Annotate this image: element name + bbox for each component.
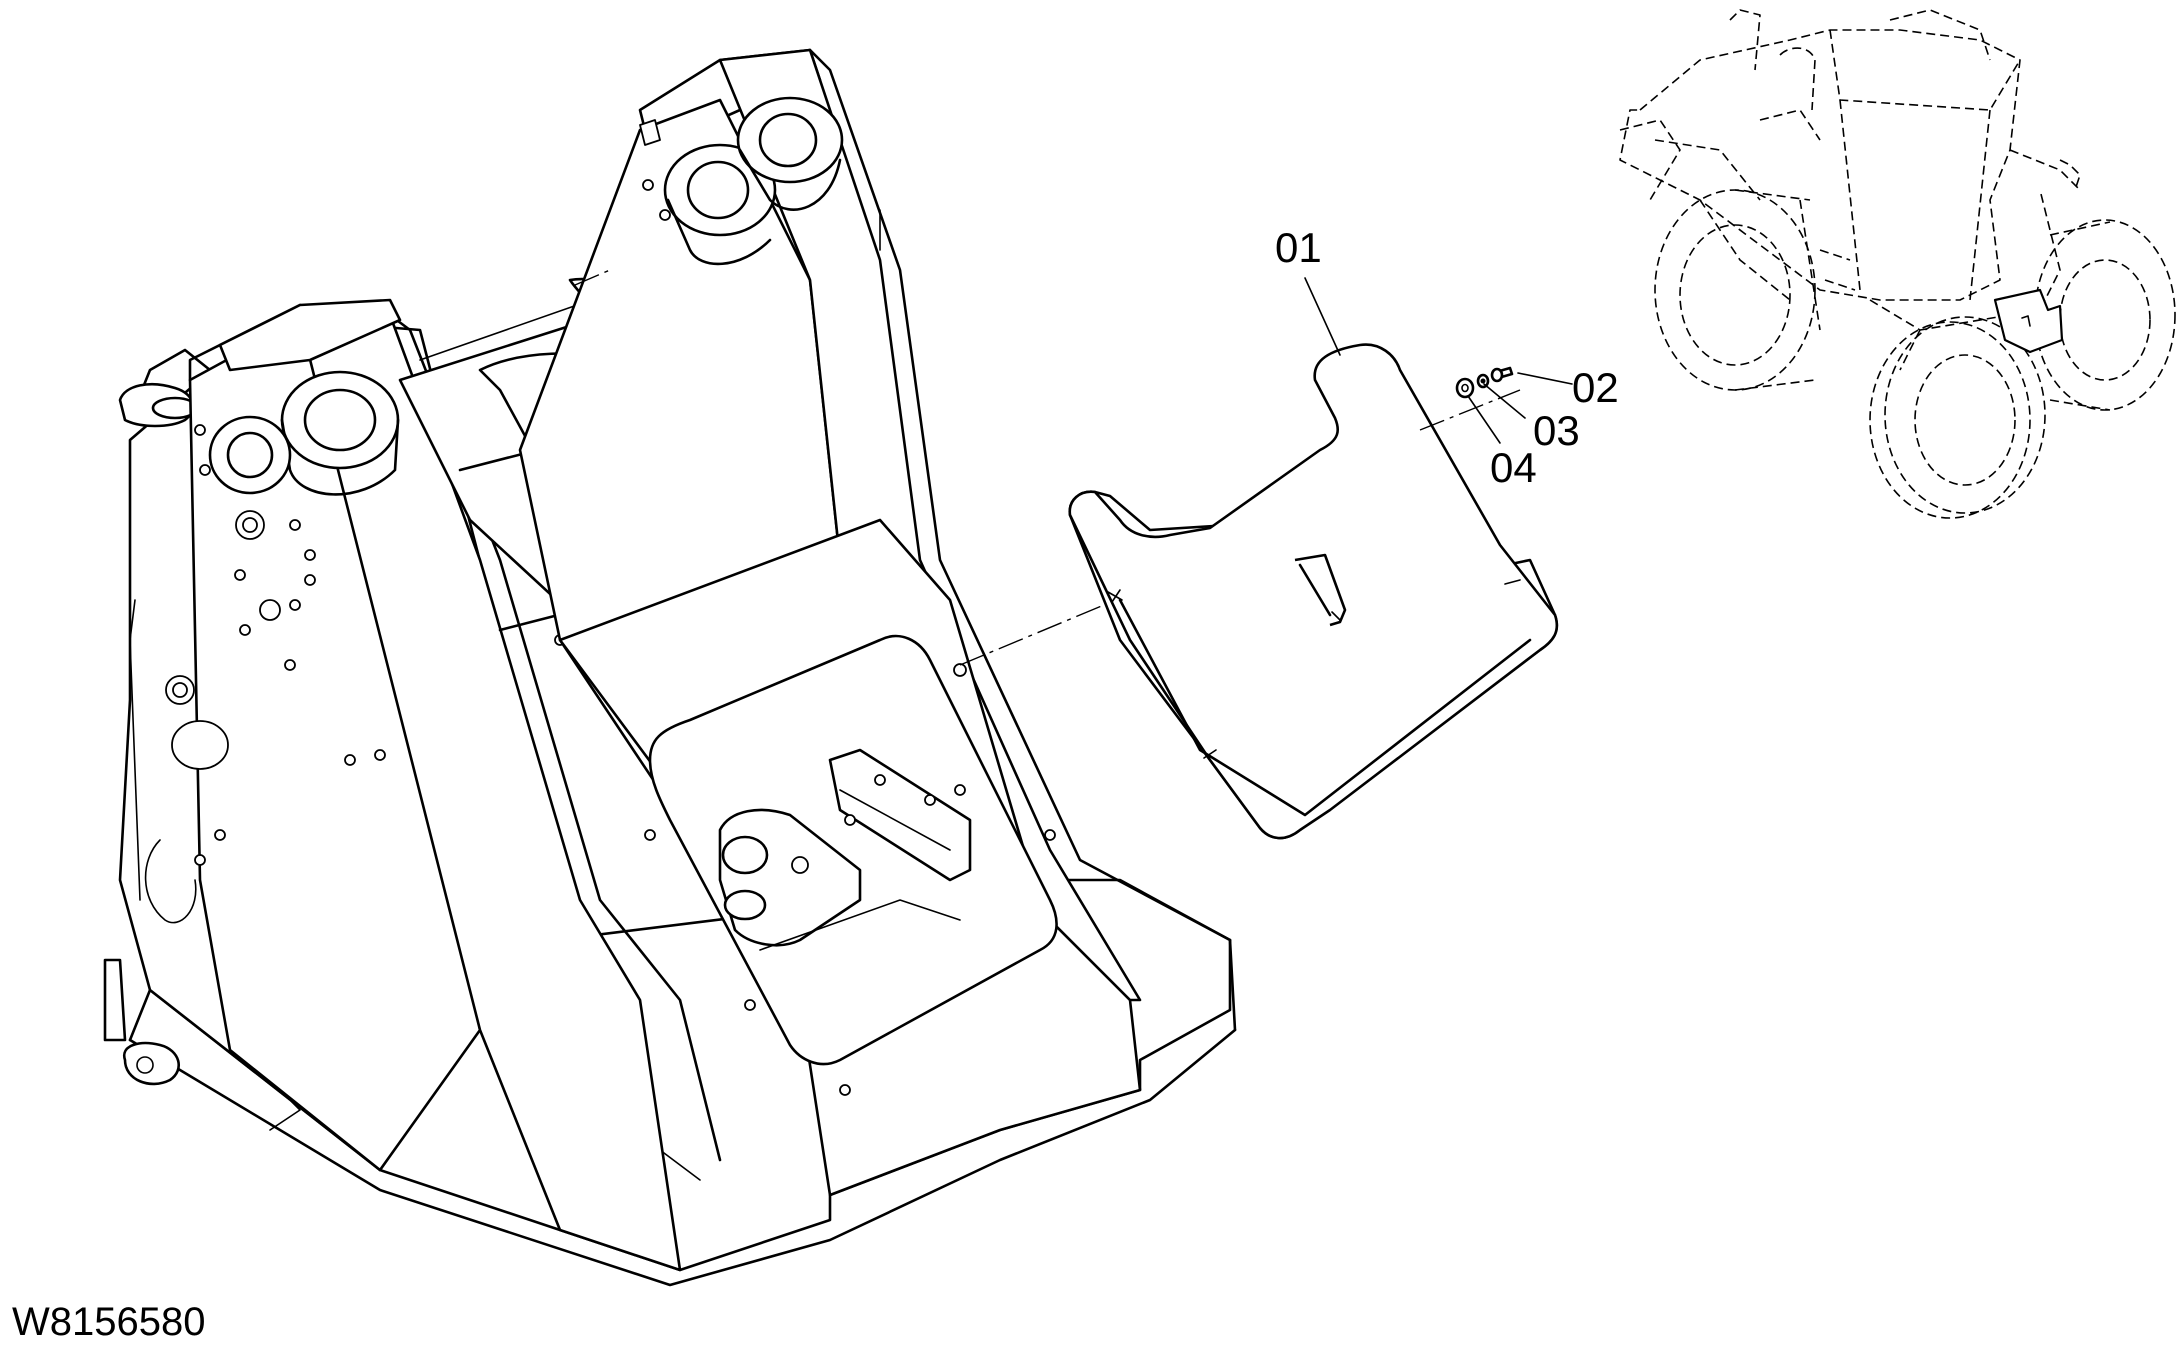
lock-washer-part-03 xyxy=(1476,373,1490,389)
callout-02: 02 xyxy=(1572,364,1619,411)
cover-plate-part-01 xyxy=(1068,343,1559,840)
callout-01: 01 xyxy=(1275,224,1322,271)
callout-03: 03 xyxy=(1533,407,1580,454)
bolt-part-02 xyxy=(1490,366,1514,383)
mounting-centerline-upper xyxy=(574,269,611,286)
mounting-centerline xyxy=(959,589,1141,666)
leader-lines xyxy=(1304,277,1573,444)
fastener-centerline xyxy=(1419,389,1521,431)
callout-04: 04 xyxy=(1490,444,1537,491)
left-plate-bolts xyxy=(165,424,386,866)
machine-locator-view xyxy=(1619,9,2176,519)
fasteners xyxy=(1455,366,1514,399)
front-frame xyxy=(103,48,1237,1287)
washer-part-04 xyxy=(1455,377,1475,399)
drawing-code: W8156580 xyxy=(12,1300,205,1344)
